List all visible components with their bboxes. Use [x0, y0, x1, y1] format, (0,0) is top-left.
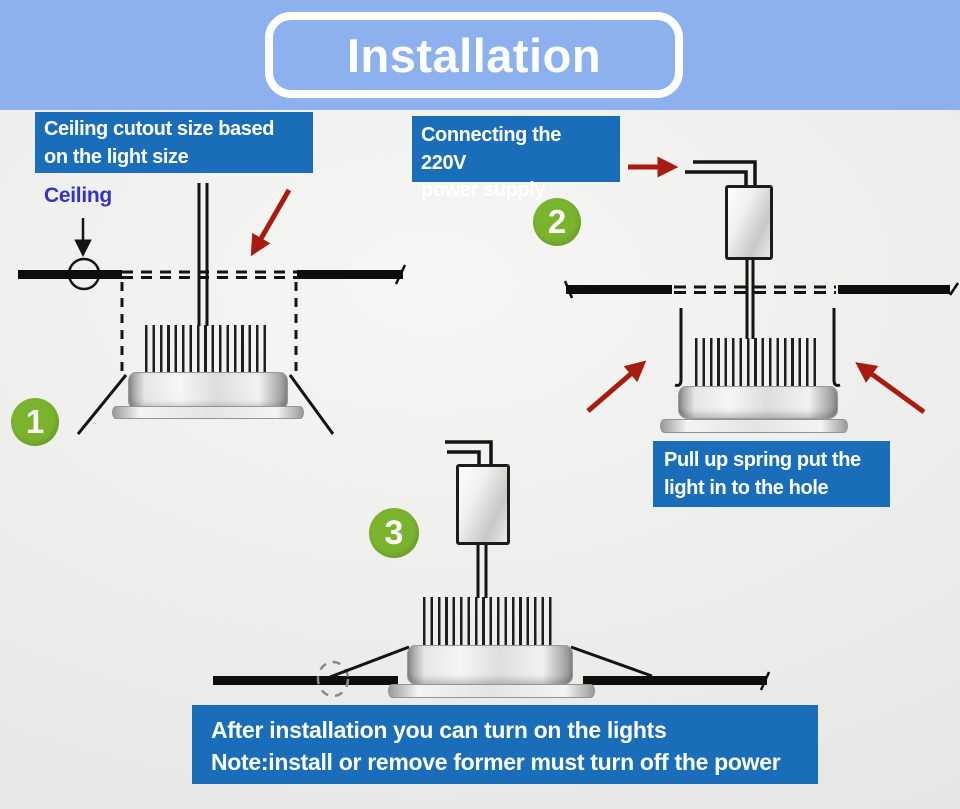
- step2-led-driver: [725, 185, 773, 260]
- step3-ceiling-line: [213, 660, 771, 698]
- step2-number-badge: 2: [533, 198, 581, 246]
- header-banner: Installation: [0, 0, 960, 110]
- step2-pulled-springs: [674, 308, 841, 387]
- step3-lamp-flange: [388, 684, 595, 698]
- step1-wires: [197, 183, 209, 326]
- step1-red-arrow-icon: [250, 188, 292, 257]
- title-frame: Installation: [265, 12, 683, 98]
- step2-lamp-body: [678, 386, 838, 419]
- step3-led-driver: [456, 464, 510, 545]
- step1-number-badge: 1: [11, 398, 59, 446]
- step2-right-red-arrow-icon: [855, 362, 926, 415]
- step2-supply-wires: [685, 160, 757, 339]
- step2-ceiling-line: [563, 280, 960, 299]
- ceiling-annotation: Ceiling: [44, 184, 112, 207]
- footer-note: After installation you can turn on the l…: [192, 705, 818, 784]
- step1-label-line1: Ceiling cutout size based: [44, 118, 275, 140]
- step1-lamp-body: [128, 372, 288, 410]
- step3-lamp-body: [407, 645, 573, 685]
- step3-heatsink-fins: [423, 597, 552, 645]
- step2-note-line2: light in to the hole: [664, 476, 829, 499]
- step2-note-label: Pull up spring put the light in to the h…: [653, 441, 890, 507]
- footer-line1: After installation you can turn on the l…: [211, 717, 667, 743]
- step1-label: Ceiling cutout size based on the light s…: [35, 112, 313, 173]
- page-title: Installation: [346, 28, 602, 82]
- step1-lamp-flange: [112, 406, 304, 419]
- footer-line2: Note:install or remove former must turn …: [211, 749, 781, 776]
- step2-heatsink-fins: [695, 338, 819, 387]
- step3-number-badge: 3: [369, 508, 419, 558]
- step1-label-line2: on the light size: [44, 145, 189, 168]
- step2-label-line1: Connecting the 220V: [421, 124, 561, 174]
- spring-hole-dashed-circle: [316, 660, 350, 698]
- step2-left-red-arrow-icon: [586, 360, 647, 413]
- step2-note-line1: Pull up spring put the: [664, 449, 861, 471]
- step1-springs: [76, 374, 335, 435]
- step3-compressed-springs: [329, 645, 653, 679]
- step1-ceiling-line: [18, 264, 407, 285]
- step1-cutout-dashed-guides: [120, 282, 298, 378]
- step1-heatsink-fins: [145, 325, 268, 372]
- step3-supply-wires: [445, 440, 493, 598]
- step2-lamp-flange: [660, 419, 848, 433]
- step2-label: Connecting the 220V power supply: [412, 116, 620, 201]
- step2-label-line2: power supply: [421, 179, 546, 202]
